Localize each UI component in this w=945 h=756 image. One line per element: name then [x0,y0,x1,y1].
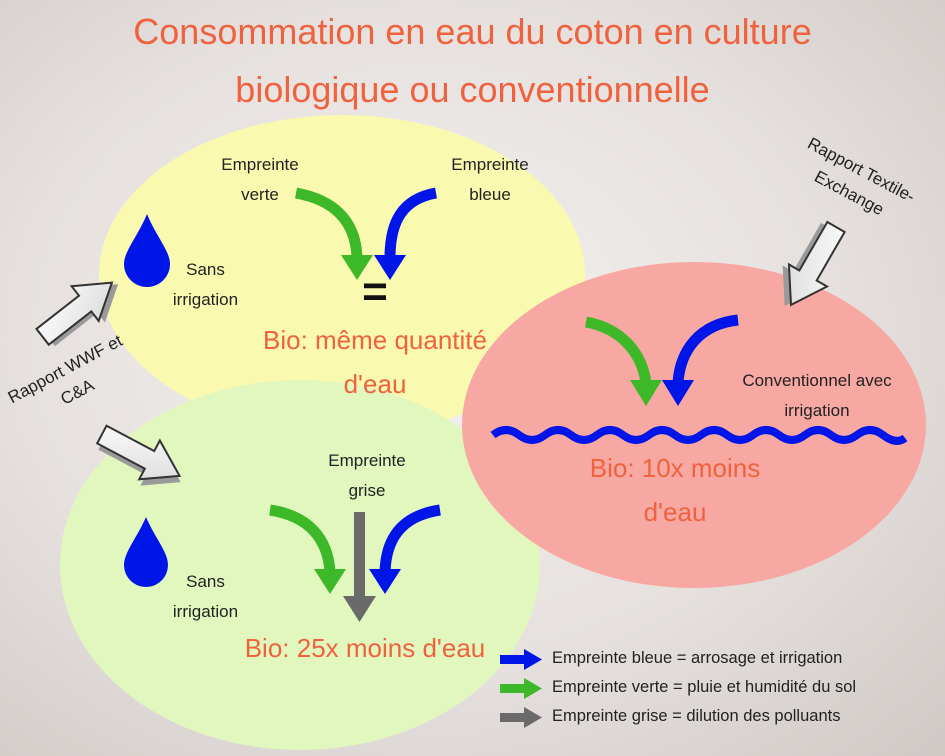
label-grey-footprint: Empreinte grise [328,451,406,500]
outline-arrow-icon [782,220,847,307]
green-curved-arrow-icon [584,316,662,406]
yellow-circle [99,115,585,435]
result-25x-less-water: Bio: 25x moins d'eau [244,633,486,663]
label-blue-footprint: Empreinte bleue [451,155,529,204]
result-same-water: Bio: même quantité d'eau [262,325,487,399]
legend-blue-arrow-icon [500,649,542,670]
condition-no-irrigation: Sans irrigation [172,572,239,621]
condition-conventional-irrigation: Conventionnel avec irrigation [742,371,892,420]
legend-grey-arrow-icon [500,707,542,728]
grey-straight-arrow-icon [343,512,376,622]
water-wave-line [490,426,908,445]
legend-item-blue: Empreinte bleue = arrosage et irrigation [552,649,843,667]
page-title-line1: Consommation en eau du coton en culture [133,11,812,52]
label-green-footprint: Empreinte verte [221,155,299,204]
legend-item-grey: Empreinte grise = dilution des polluants [552,707,841,725]
page-title-line2: biologique ou conventionnelle [235,69,710,110]
legend-item-green: Empreinte verte = pluie et humidité du s… [552,678,857,696]
outline-arrow-icon [35,281,119,347]
outline-arrow-icon [95,424,182,486]
equals-symbol: = [362,267,388,316]
green-curved-arrow-icon [294,187,373,280]
blue-curved-arrow-icon [369,504,441,594]
water-drop-icon [124,517,168,587]
green-circle [60,380,540,750]
result-10x-less-water: Bio: 10x moins d'eau [589,453,761,527]
legend-green-arrow-icon [500,678,542,699]
red-circle [462,262,926,588]
condition-no-irrigation: Sans irrigation [172,260,239,309]
blue-curved-arrow-icon [374,187,438,280]
blue-curved-arrow-icon [662,314,739,406]
green-curved-arrow-icon [269,504,346,594]
water-drop-icon [124,214,170,287]
